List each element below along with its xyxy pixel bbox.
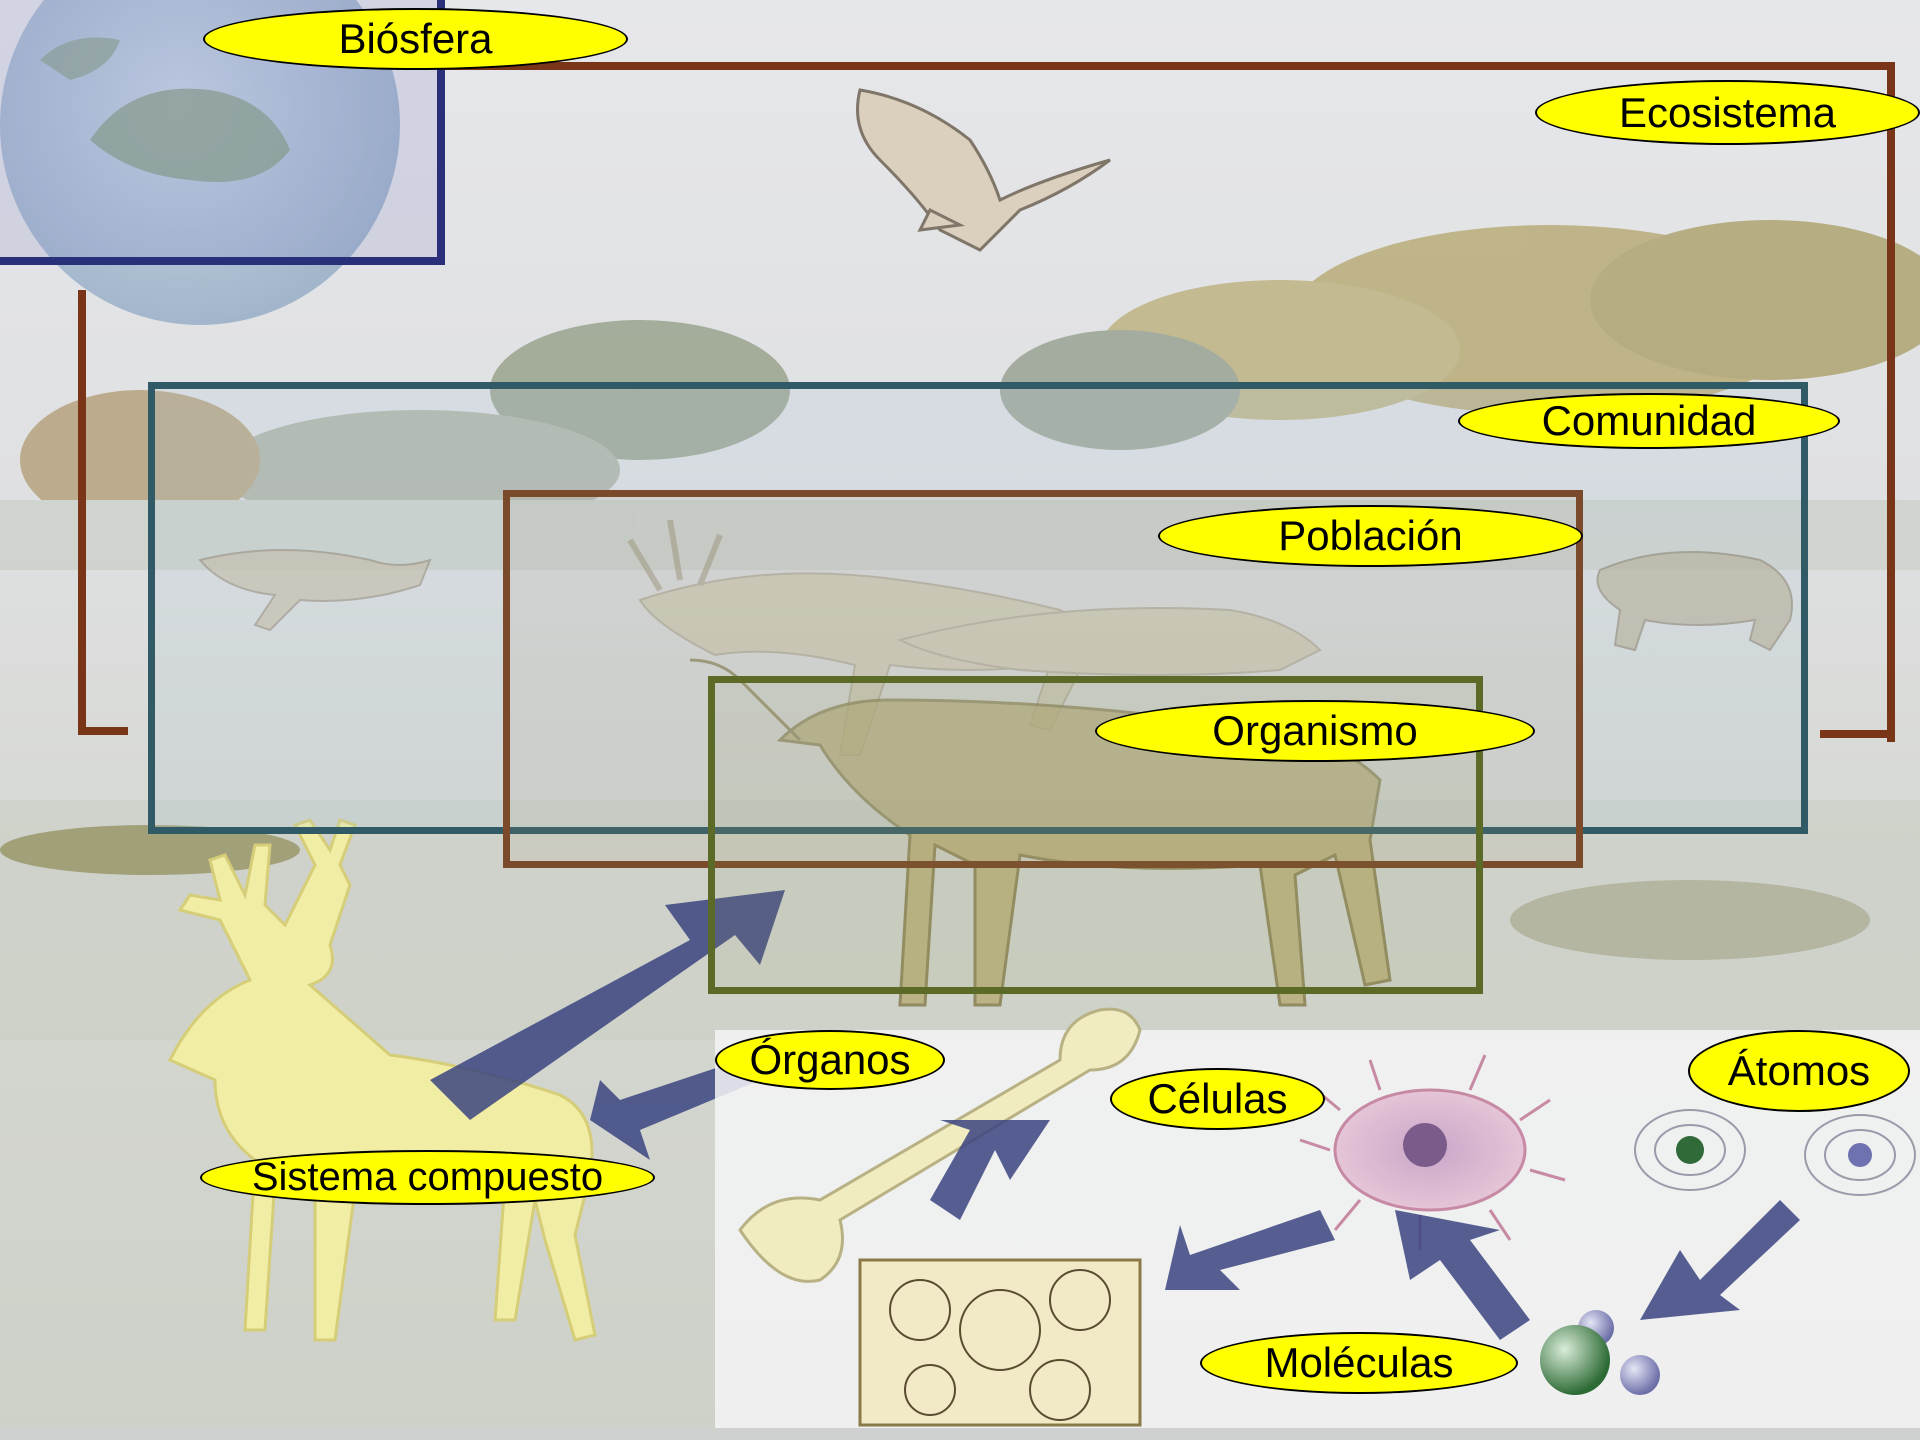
bottom-band xyxy=(0,1428,1920,1440)
ecosistema-frame-left xyxy=(78,290,128,735)
label-moleculas: Moléculas xyxy=(1200,1332,1518,1394)
label-poblacion: Población xyxy=(1158,505,1583,567)
label-sistema-compuesto: Sistema compuesto xyxy=(200,1150,655,1205)
ecosistema-frame-bottom-right xyxy=(1820,730,1895,738)
label-organismo: Organismo xyxy=(1095,700,1535,762)
label-biosfera: Biósfera xyxy=(203,8,628,70)
label-atomos: Átomos xyxy=(1688,1030,1910,1112)
label-comunidad: Comunidad xyxy=(1458,393,1840,449)
label-celulas: Células xyxy=(1110,1068,1325,1130)
tissue-icon xyxy=(860,1260,1140,1425)
label-ecosistema: Ecosistema xyxy=(1535,80,1920,145)
label-organos: Órganos xyxy=(715,1030,945,1090)
